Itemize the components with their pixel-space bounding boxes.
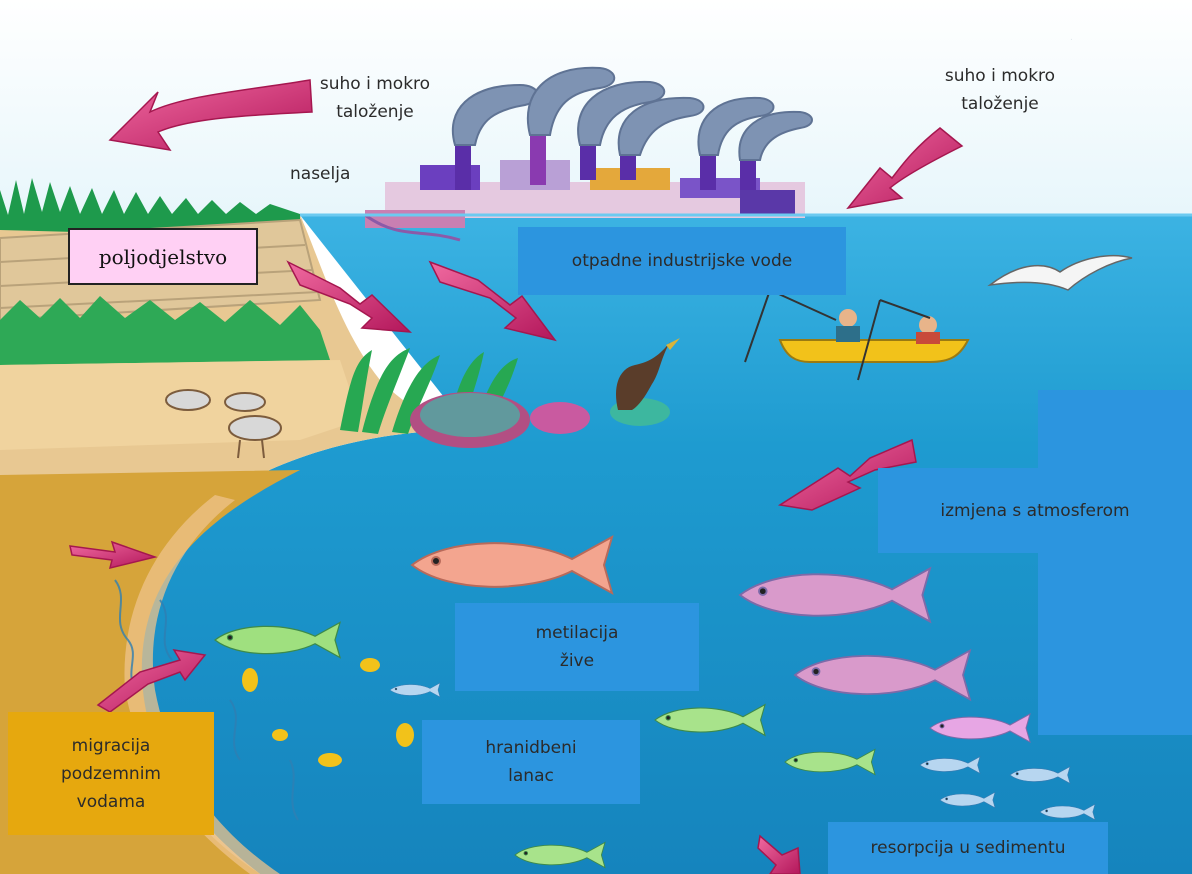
agriculture-label: poljodjelstvo — [68, 228, 258, 285]
methylation-label: metilacija žive — [455, 603, 699, 691]
atmosphere-exchange-box — [1038, 390, 1192, 735]
industrial-wastewater-label: otpadne industrijske vode — [518, 227, 846, 295]
settlements-label: naselja — [290, 160, 390, 188]
svg-text:.: . — [1070, 33, 1073, 43]
atmosphere-exchange-label: izmjena s atmosferom — [878, 468, 1192, 553]
food-chain-label: hranidbeni lanac — [422, 720, 640, 804]
deposition-label-left: suho i mokro taloženje — [300, 70, 450, 126]
groundwater-migration-label: migracija podzemnim vodama — [8, 712, 214, 835]
sediment-resorption-label: resorpcija u sedimentu — [828, 822, 1108, 874]
deposition-label-right: suho i mokro taloženje — [910, 62, 1090, 118]
